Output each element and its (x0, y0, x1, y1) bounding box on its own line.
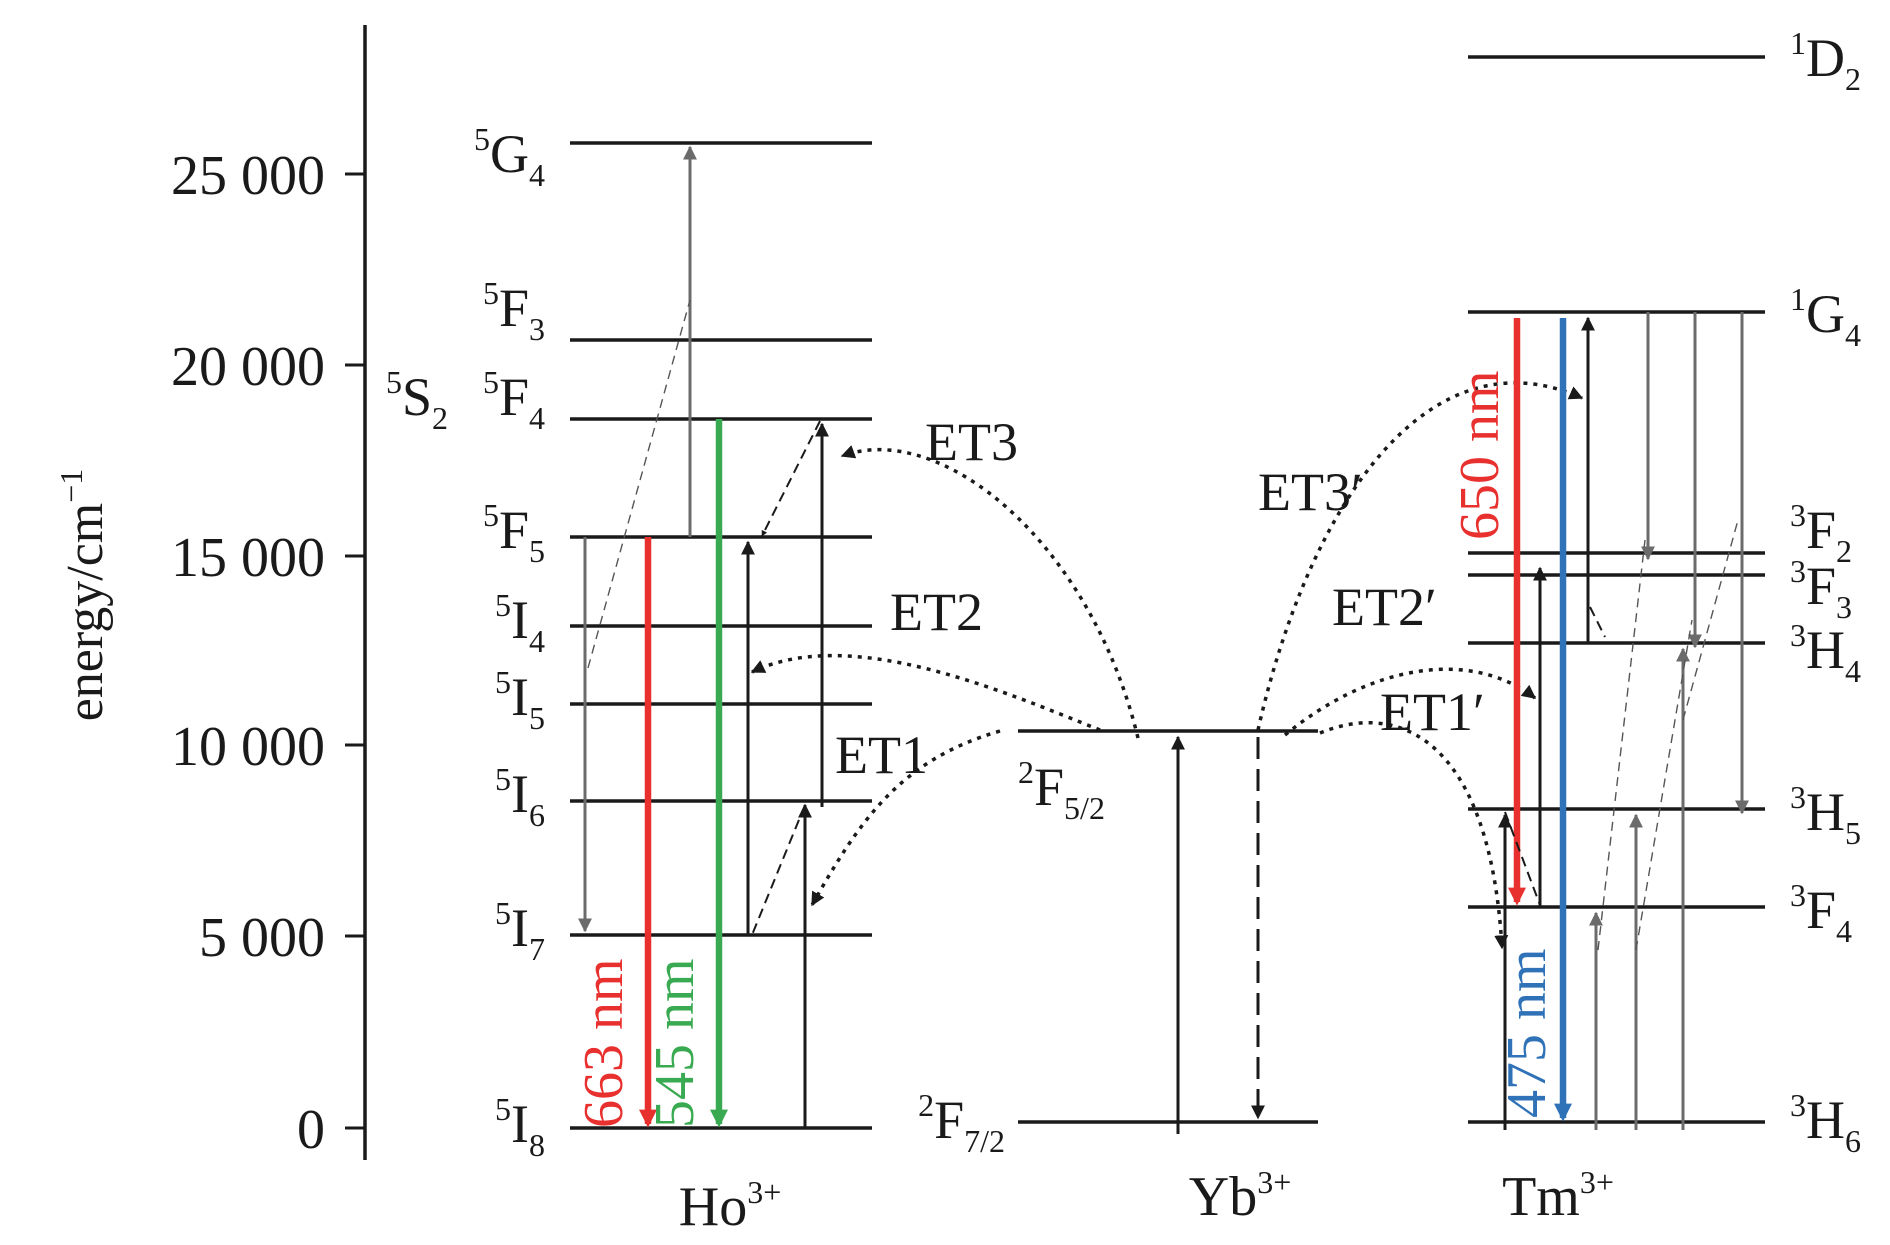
y-tick-label: 20 000 (171, 336, 325, 398)
et2-curve (750, 653, 1101, 732)
transfer-label-et2: ET2 (890, 582, 983, 642)
term-label-3H5: 3H5 (1790, 779, 1861, 851)
emission-label-475nm: 475 nm (1496, 948, 1558, 1118)
term-label-5I7: 5I7 (495, 895, 545, 967)
y-axis-label: energy/cm−1 (53, 469, 114, 722)
ion-label-yb: Yb3+ (1189, 1164, 1292, 1228)
ho-relax-dash (751, 804, 806, 936)
y-axis: 0 5 000 10 000 15 000 20 000 25 000 ener… (53, 25, 367, 1161)
term-label-2F52: 2F5/2 (1018, 754, 1105, 826)
transfer-label-et3: ET3 (925, 412, 1018, 472)
transfer-label-et3prime: ET3′ (1258, 462, 1363, 522)
term-label-1G4: 1G4 (1790, 281, 1861, 353)
term-label-3H4: 3H4 (1790, 617, 1861, 689)
energy-transfer-curves (750, 381, 1584, 950)
term-label-5I8: 5I8 (495, 1091, 545, 1163)
term-label-5I6: 5I6 (495, 761, 545, 833)
term-label-3H6: 3H6 (1790, 1087, 1861, 1159)
transfer-label-et2prime: ET2′ (1332, 577, 1437, 637)
transfer-label-et1: ET1 (835, 725, 928, 785)
ho-transitions: 663 nm 545 nm (573, 145, 829, 1128)
tm-relax-line (1682, 519, 1739, 721)
ion-label-ho: Ho3+ (679, 1174, 782, 1238)
term-label-5F5: 5F5 (483, 497, 545, 569)
et3-curve (840, 445, 1140, 739)
y-tick-label: 25 000 (171, 145, 325, 207)
term-label-1D2: 1D2 (1790, 25, 1861, 97)
tm-relax-dash (1589, 606, 1606, 638)
y-tick-label: 5 000 (199, 907, 325, 969)
term-label-3F2: 3F2 (1790, 497, 1852, 569)
term-label-5S2: 5S2 (386, 364, 448, 436)
et1prime-curve (1319, 720, 1509, 950)
y-tick-label: 0 (297, 1099, 325, 1161)
ho-relax-line (587, 299, 691, 669)
transfer-label-et1prime: ET1′ (1380, 682, 1485, 742)
emission-label-545nm: 545 nm (644, 958, 706, 1128)
tm-transitions: 650 nm 475 nm (1449, 312, 1749, 1130)
y-tick-label: 15 000 (171, 527, 325, 589)
ho-level-labels: 5G4 5F3 5F4 5S2 5F5 5I4 5I5 5I6 5I7 5I8 (386, 121, 545, 1163)
term-label-3F4: 3F4 (1790, 877, 1852, 949)
tm-relax-line (1597, 539, 1646, 951)
ion-label-tm: Tm3+ (1502, 1164, 1614, 1228)
et3prime-curve (1256, 381, 1584, 731)
tm-relax-line (1635, 619, 1693, 951)
term-label-5G4: 5G4 (474, 121, 545, 193)
y-tick-label: 10 000 (171, 716, 325, 778)
term-label-5I5: 5I5 (495, 664, 545, 736)
emission-label-650nm: 650 nm (1449, 370, 1511, 540)
term-label-5F4: 5F4 (483, 364, 545, 436)
tm-relax-dash (1504, 811, 1541, 906)
term-label-5F3: 5F3 (483, 275, 545, 347)
ho-relax-dash (761, 420, 821, 537)
tm-level-labels: 1D2 1G4 3F2 3F3 3H4 3H5 3F4 3H6 (1790, 25, 1861, 1159)
term-label-3F3: 3F3 (1790, 553, 1852, 625)
term-label-5I4: 5I4 (495, 587, 545, 659)
yb-levels (1018, 729, 1318, 1134)
et1-curve (810, 729, 1001, 907)
term-label-2F72: 2F7/2 (918, 1087, 1005, 1159)
et2prime-curve (1283, 667, 1537, 737)
emission-label-663nm: 663 nm (573, 958, 635, 1128)
